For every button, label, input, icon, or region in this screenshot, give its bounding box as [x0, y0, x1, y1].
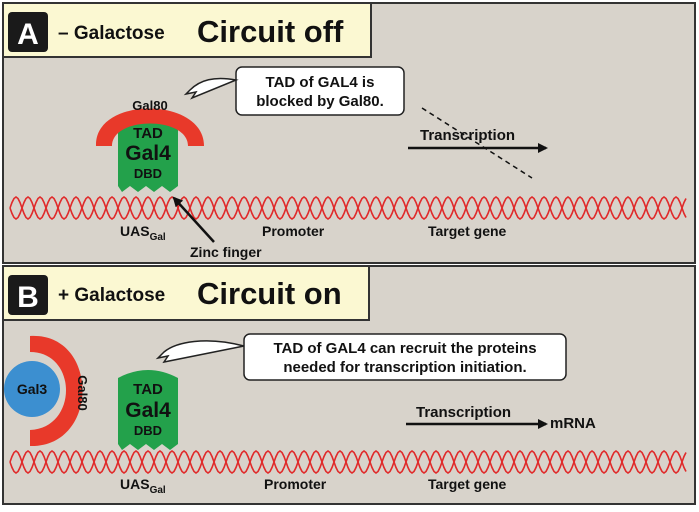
panel-b-gal80-protein — [30, 335, 83, 447]
panel-b-uas-label: UASGal — [120, 476, 166, 496]
panel-b-state: Circuit on — [197, 276, 342, 311]
panel-a-letter-badge — [8, 12, 48, 52]
panel-a-target-gene-label: Target gene — [428, 223, 507, 239]
panel-b-promoter-label: Promoter — [264, 476, 327, 492]
panel-a-callout-pointer — [183, 77, 239, 100]
panel-a-callout-box — [235, 66, 405, 116]
panel-b-target-gene-label: Target gene — [428, 476, 507, 492]
panel-a-gal4-name: Gal4 — [125, 142, 171, 165]
panel-b-transcription-label: Transcription — [416, 404, 511, 421]
panel-a-zinc-finger-arrow — [172, 196, 215, 243]
panel-a-letter: A — [17, 18, 39, 51]
panel-a-gal4-tad: TAD — [133, 125, 163, 142]
panel-a-uas-label: UASGal — [120, 223, 166, 243]
panel-b-gal80-label: Gal80 — [75, 375, 90, 410]
dna-strand-1 — [9, 450, 687, 474]
panel-a-zinc-finger-label: Zinc finger — [190, 244, 262, 260]
panel-a-gal80-protein — [95, 108, 204, 146]
dna-strand-1 — [9, 196, 687, 220]
panel-b-gal3-label: Gal3 — [17, 381, 48, 397]
dna-strand-2 — [9, 450, 687, 474]
panel-a: A – Galactose Circuit off TAD of GAL4 is… — [2, 2, 696, 264]
panel-b-gal4-name: Gal4 — [125, 399, 171, 422]
panel-a-gal80-label: Gal80 — [132, 98, 167, 113]
panel-a-dna-helix — [9, 196, 687, 220]
dna-strand-2 — [9, 196, 687, 220]
panel-a-gal4-protein — [118, 113, 178, 192]
panel-b-callout-line2: needed for transcription initiation. — [283, 359, 526, 376]
panel-b-callout-box — [243, 333, 567, 381]
panel-b-callout-pointer — [155, 340, 245, 364]
panel-a-condition: – Galactose — [58, 23, 165, 44]
panel-a-gal4-dbd: DBD — [134, 166, 162, 181]
panel-a-state: Circuit off — [197, 14, 344, 49]
panel-b-gal4-protein — [118, 370, 178, 450]
panel-b-mrna-label: mRNA — [550, 415, 596, 432]
panel-a-promoter-label: Promoter — [262, 223, 325, 239]
panel-b-condition: + Galactose — [58, 285, 165, 306]
panel-b-letter-badge — [8, 275, 48, 315]
panel-a-header — [2, 2, 372, 58]
panel-b-dna-helix — [9, 450, 687, 474]
panel-a-callout-line2: blocked by Gal80. — [256, 93, 384, 110]
panel-b-gal4-dbd: DBD — [134, 423, 162, 438]
panel-b: B + Galactose Circuit on TAD of GAL4 can… — [2, 265, 696, 505]
panel-b-header — [2, 265, 370, 321]
panel-b-callout-line1: TAD of GAL4 can recruit the proteins — [273, 340, 536, 357]
panel-b-letter: B — [17, 281, 39, 314]
panel-a-block-dash — [421, 107, 533, 179]
panel-a-transcription-label: Transcription — [420, 127, 515, 144]
panel-a-callout-line1: TAD of GAL4 is — [266, 74, 375, 91]
panel-b-gal4-tad: TAD — [133, 381, 163, 398]
panel-b-gal3-protein — [4, 361, 60, 417]
